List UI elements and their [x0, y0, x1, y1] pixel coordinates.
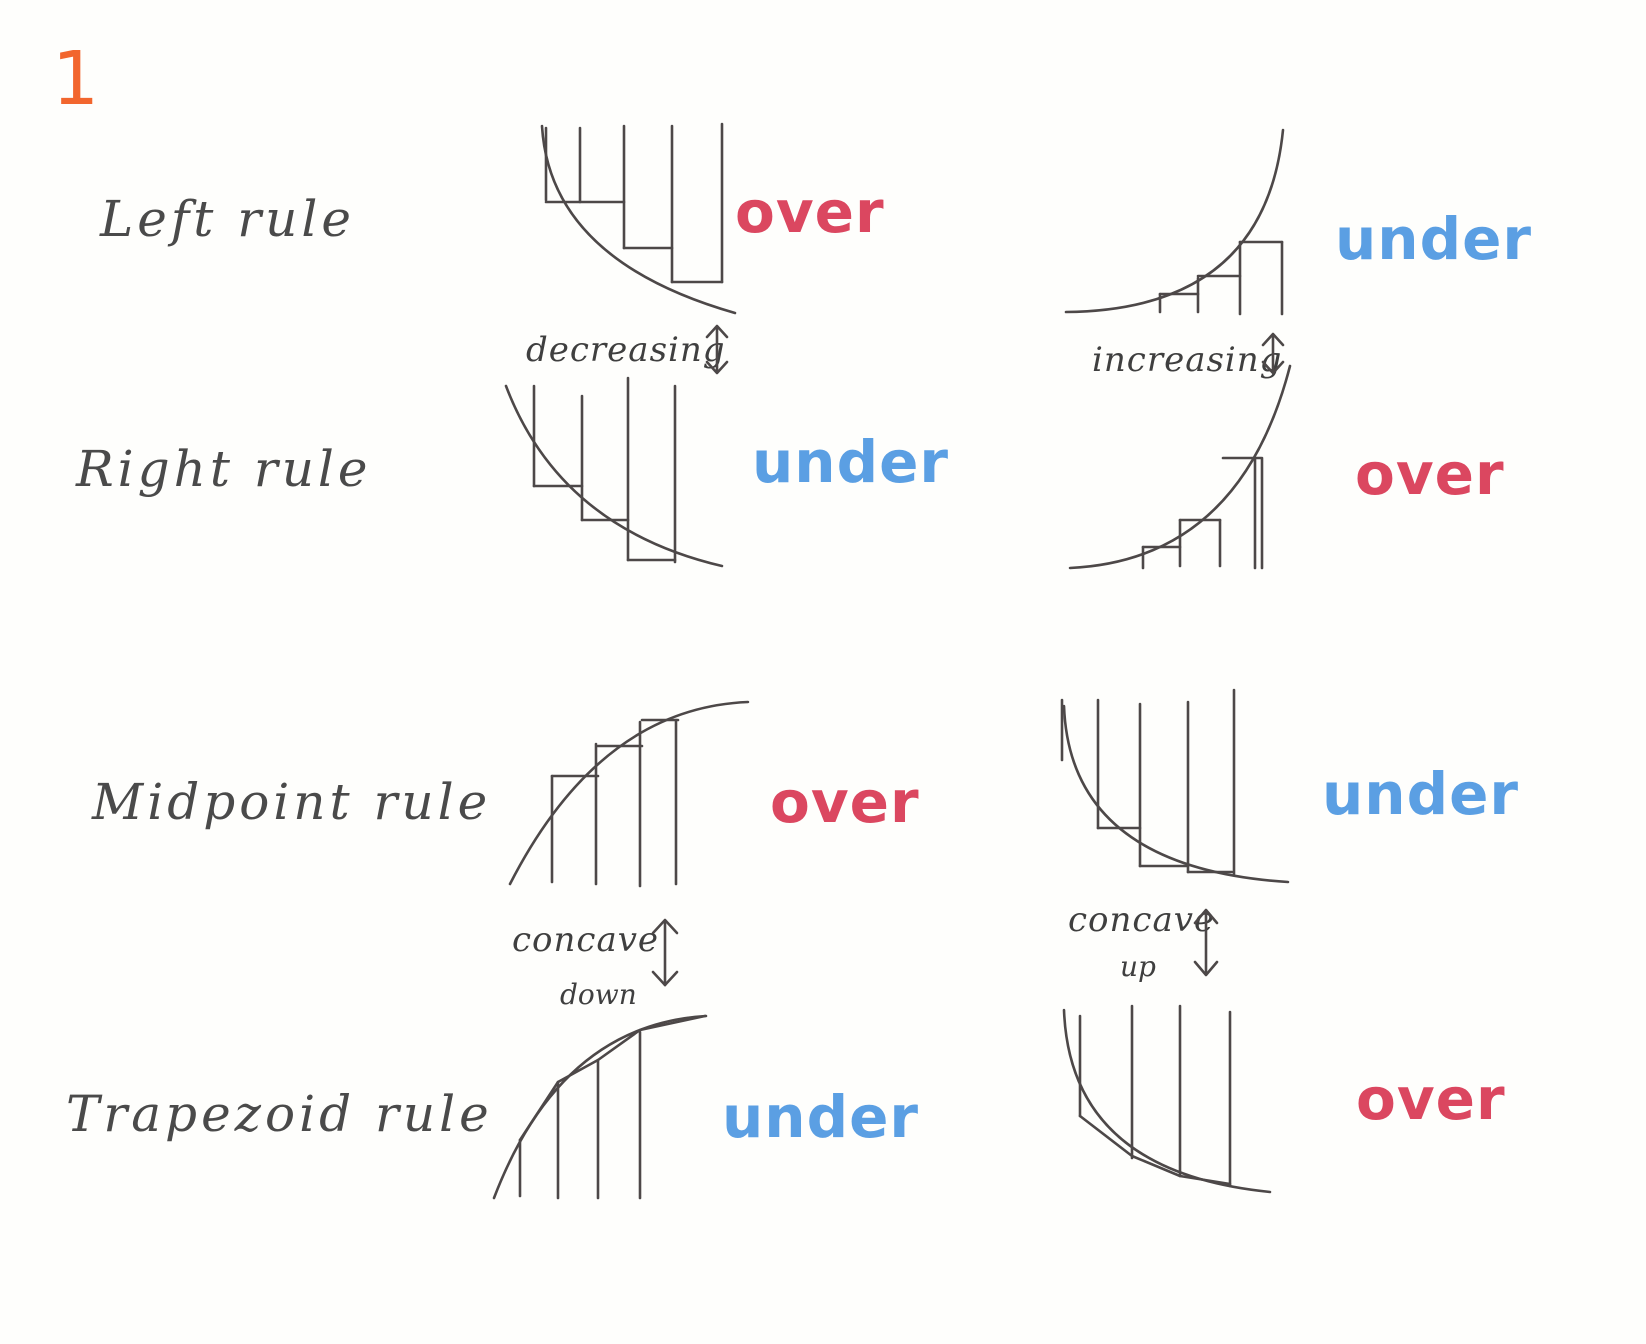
hint-concave-down-line1: concave: [512, 920, 660, 960]
double-arrow-concave-up: [1193, 908, 1219, 977]
hint-concave-up-line1: concave: [1068, 900, 1216, 940]
verdict-midpoint-concave-up: under: [1322, 760, 1520, 828]
verdict-left-decreasing: over: [735, 178, 885, 246]
verdict-trapezoid-concave-down: under: [722, 1083, 920, 1151]
verdict-trapezoid-concave-up: over: [1356, 1065, 1506, 1133]
left-rule-increasing-sketch: [1064, 128, 1285, 316]
verdict-left-increasing: under: [1335, 205, 1533, 273]
double-arrow-increasing: [1261, 332, 1285, 375]
midpoint-rule-concave-down-sketch: [508, 700, 750, 888]
right-rule-increasing-sketch: [1068, 364, 1292, 570]
right-rule-label: Right rule: [76, 440, 372, 498]
hint-concave-down-line2: down: [560, 978, 637, 1011]
verdict-right-increasing: over: [1355, 440, 1505, 508]
midpoint-rule-label: Midpoint rule: [92, 773, 492, 831]
left-rule-label: Left rule: [100, 190, 355, 248]
hint-increasing: increasing: [1092, 340, 1283, 380]
page-number: 1: [52, 36, 100, 122]
trapezoid-rule-concave-up-sketch: [1062, 1004, 1272, 1194]
hint-concave-up-line2: up: [1120, 950, 1156, 983]
verdict-midpoint-concave-down: over: [770, 768, 920, 836]
verdict-right-decreasing: under: [752, 428, 950, 496]
right-rule-decreasing-sketch: [504, 376, 724, 568]
trapezoid-rule-concave-down-sketch: [492, 1014, 708, 1200]
trapezoid-rule-label: Trapezoid rule: [66, 1085, 493, 1143]
left-rule-decreasing-sketch: [540, 122, 737, 315]
double-arrow-decreasing: [705, 324, 729, 375]
midpoint-rule-concave-up-sketch: [1060, 688, 1290, 884]
hint-decreasing: decreasing: [526, 330, 726, 370]
double-arrow-concave-down: [651, 918, 679, 987]
